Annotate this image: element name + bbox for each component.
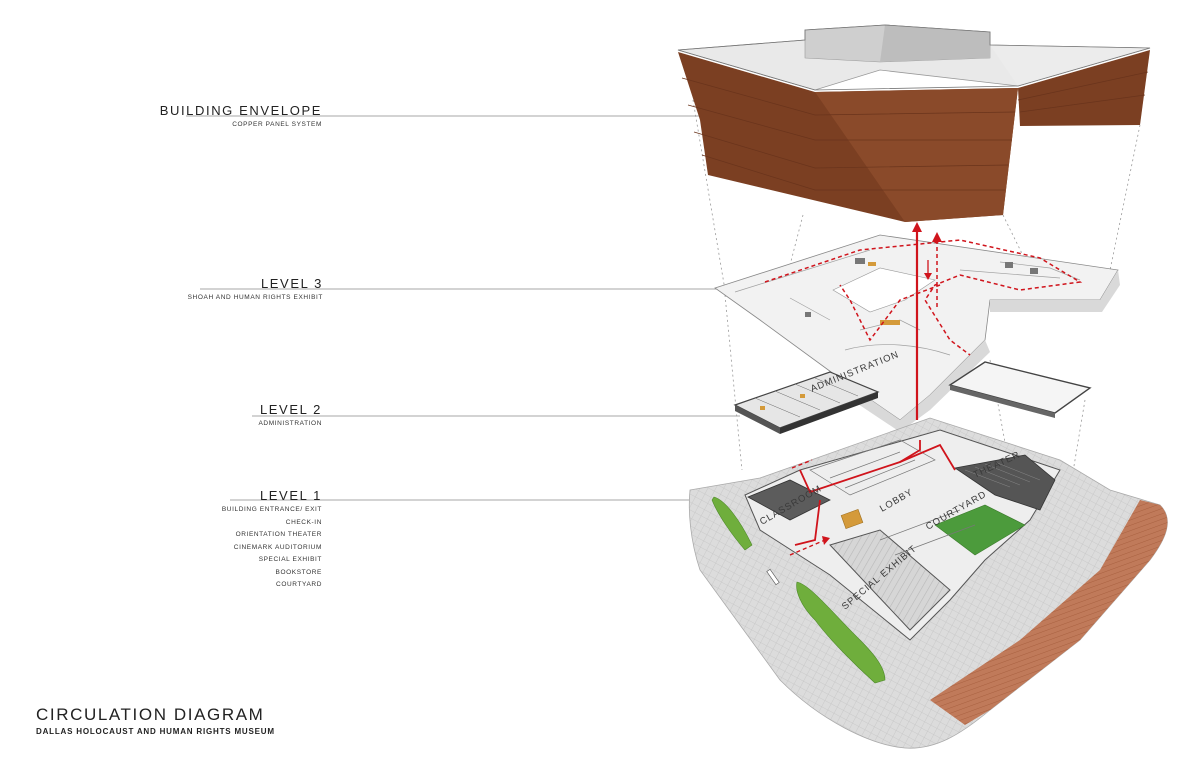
- layer-detail: COURTYARD: [276, 581, 322, 588]
- layer-title: LEVEL 2: [259, 402, 322, 417]
- level-2-plate: [733, 361, 1092, 434]
- building-envelope-block: [677, 24, 1151, 222]
- layer-title: LEVEL 1: [259, 488, 322, 503]
- layer-detail: CINEMARK AUDITORIUM: [233, 543, 322, 551]
- layer-detail: BUILDING ENTRANCE/ EXIT: [221, 506, 322, 513]
- label-building-envelope: BUILDING ENVELOPE COPPER PANEL SYSTEM: [160, 103, 322, 131]
- layer-detail: SPECIAL EXHIBIT: [258, 556, 322, 563]
- title-block: CIRCULATION DIAGRAM DALLAS HOLOCAUST AND…: [36, 705, 275, 736]
- layer-detail: ADMINISTRATION: [258, 420, 322, 427]
- alignment-lines: [692, 99, 1141, 491]
- layer-detail: BOOKSTORE: [275, 568, 322, 576]
- layer-title: LEVEL 3: [260, 276, 323, 291]
- label-level-1: LEVEL 1 BUILDING ENTRANCE/ EXIT CHECK-IN…: [222, 488, 322, 591]
- label-level-2: LEVEL 2 ADMINISTRATION: [258, 402, 322, 430]
- label-level-3: LEVEL 3 SHOAH AND HUMAN RIGHTS EXHIBIT: [188, 276, 323, 304]
- layer-detail: ORIENTATION THEATER: [235, 531, 322, 538]
- vertical-circulation: [912, 222, 942, 420]
- layer-detail: COPPER PANEL SYSTEM: [232, 121, 322, 128]
- layer-detail: SHOAH AND HUMAN RIGHTS EXHIBIT: [187, 294, 323, 301]
- layer-detail: CHECK-IN: [285, 518, 322, 526]
- level-1-plate: [688, 417, 1168, 749]
- diagram-subtitle: DALLAS HOLOCAUST AND HUMAN RIGHTS MUSEUM: [36, 727, 275, 736]
- diagram-title: CIRCULATION DIAGRAM: [36, 705, 265, 724]
- layer-title: BUILDING ENVELOPE: [159, 103, 322, 118]
- leader-lines: [186, 115, 740, 501]
